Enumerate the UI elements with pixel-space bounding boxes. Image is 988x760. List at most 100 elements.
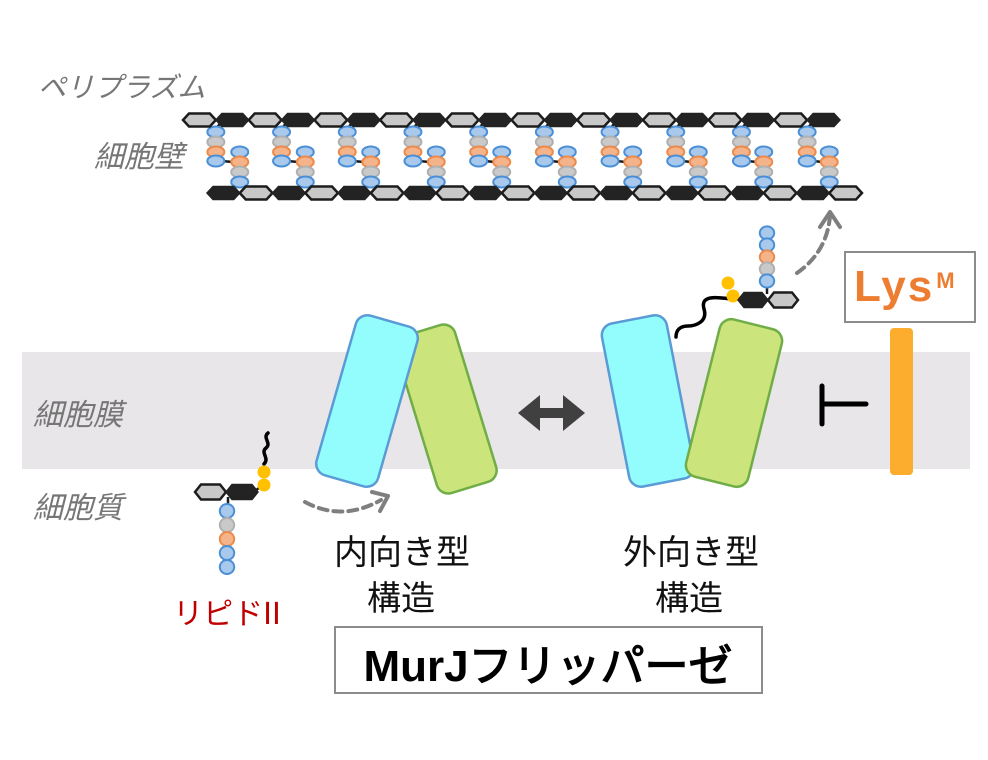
- lipid-ii-label: リピドII: [173, 597, 281, 632]
- murnac-hexagon: [346, 112, 382, 128]
- flipped-lipid-ii-tail: [674, 295, 733, 339]
- glcnac-hexagon: [312, 112, 349, 128]
- inward-state-label-line1: 内向き型: [334, 533, 470, 573]
- outward-state-label-line1: 外向き型: [623, 533, 759, 573]
- glcnac-hexagon: [369, 185, 406, 201]
- murnac-hexagon: [543, 112, 579, 128]
- lysm-inhibitor: LysM: [819, 251, 976, 475]
- crosslink-unit: [666, 123, 708, 189]
- murnac-hexagon: [336, 185, 372, 201]
- murnac-hexagon: [598, 185, 634, 201]
- top-stem-amino-acid-blue: [731, 154, 751, 168]
- top-stem-amino-acid-blue: [206, 154, 226, 168]
- lysm-name: Lys: [854, 262, 934, 311]
- murj-title: MurJフリッパーゼ: [363, 642, 732, 691]
- cytoplasm-label: 細胞質: [33, 491, 127, 526]
- glcnac-hexagon: [762, 185, 799, 201]
- glcnac-hexagon: [631, 185, 668, 201]
- murnac-hexagon: [467, 185, 503, 201]
- bottom-stem-amino-acid-blue: [557, 175, 577, 189]
- glcnac-hexagon: [444, 112, 481, 128]
- cell-membrane-label: 細胞膜: [33, 398, 128, 433]
- bottom-stem-amino-acid-blue: [623, 175, 643, 189]
- glcnac-hexagon: [696, 185, 733, 201]
- flipped-lipid-ii-phosphate-2: [726, 289, 740, 303]
- lipid-ii-amino-acid-gray: [218, 517, 236, 533]
- flipped-amino-acid-blue: [758, 273, 776, 289]
- murnac-hexagon: [280, 112, 316, 128]
- bottom-stem-amino-acid-blue: [230, 175, 250, 189]
- murnac-hexagon: [729, 185, 765, 201]
- glcnac-hexagon: [303, 185, 340, 201]
- top-stem-amino-acid-blue: [272, 154, 292, 168]
- murnac-hexagon: [674, 112, 710, 128]
- glcnac-hexagon: [575, 112, 612, 128]
- glcnac-hexagon: [565, 185, 602, 201]
- outward-state-label-line2: 構造: [655, 579, 723, 619]
- flipped-lipid-ii-molecule: [674, 225, 800, 339]
- glcnac-hexagon: [500, 185, 537, 201]
- outward-green-helix-bundle: [684, 317, 784, 489]
- murnac-hexagon: [533, 185, 569, 201]
- glcnac-hexagon: [378, 112, 415, 128]
- crosslink-unit: [534, 123, 577, 189]
- top-stem-amino-acid-blue: [797, 154, 817, 168]
- murj-title-box: MurJフリッパーゼ: [334, 626, 763, 694]
- crosslink-unit: [403, 123, 446, 189]
- flip-in-arrow-head-icon: [370, 490, 390, 513]
- lipid-ii-peptide-stem: [218, 503, 236, 575]
- bottom-stem-amino-acid-blue: [426, 175, 446, 189]
- top-stem-amino-acid-blue: [469, 154, 489, 168]
- murnac-hexagon: [740, 112, 776, 128]
- murnac-hexagon: [411, 112, 447, 128]
- glcnac-hexagon: [772, 112, 809, 128]
- murj-title-frame: [334, 626, 763, 694]
- lipid-ii-amino-acid-blue: [218, 559, 236, 575]
- murnac-hexagon: [477, 112, 513, 128]
- murnac-hexagon: [402, 185, 438, 201]
- lipid-ii-amino-acid-blue: [218, 503, 236, 519]
- glycan-strand-bottom: [205, 185, 864, 201]
- flip-in-arrow: [303, 490, 390, 514]
- top-stem-amino-acid-blue: [600, 154, 620, 168]
- crosslink-unit: [337, 123, 381, 189]
- release-arrow: [795, 210, 842, 275]
- murnac-hexagon: [205, 185, 241, 201]
- crosslink-unit: [797, 123, 839, 189]
- lysm-membrane-peptide: [890, 328, 913, 475]
- bottom-stem-amino-acid-blue: [688, 175, 708, 189]
- murnac-hexagon: [806, 112, 842, 128]
- top-stem-amino-acid-blue: [337, 154, 357, 168]
- release-arrow-head-icon: [818, 210, 842, 229]
- lysm-superscript: M: [936, 268, 956, 293]
- lipid-ii-molecule: [193, 431, 271, 575]
- murj-inward-facing: [314, 313, 498, 495]
- glcnac-hexagon: [509, 112, 547, 128]
- flipped-glcnac-hexagon: [766, 291, 800, 309]
- glycan-strand-top: [181, 112, 842, 128]
- lipid-ii-phosphate-1: [257, 465, 271, 479]
- murnac-hexagon: [609, 112, 644, 128]
- murnac-hexagon: [664, 185, 700, 201]
- double-arrow-icon: [518, 395, 585, 431]
- glcnac-hexagon: [827, 185, 864, 201]
- flipped-lipid-ii-peptide-stem: [758, 225, 776, 289]
- bottom-stem-amino-acid-blue: [295, 175, 315, 189]
- top-stem-amino-acid-blue: [403, 154, 423, 168]
- lysm-label: LysM: [854, 262, 957, 311]
- murnac-hexagon: [271, 185, 307, 201]
- glcnac-hexagon: [641, 112, 678, 128]
- lipid-ii-glcnac-hexagon: [193, 483, 228, 501]
- crosslink-unit: [469, 123, 512, 189]
- lipid-ii-amino-acid-blue: [218, 545, 236, 561]
- outward-cyan-helix-bundle: [600, 314, 696, 488]
- lipid-ii-murnac-hexagon: [225, 483, 259, 501]
- top-stem-amino-acid-blue: [666, 154, 686, 168]
- flipped-lipid-ii-phosphate-1: [721, 276, 735, 290]
- inward-cyan-helix-bundle: [314, 313, 420, 489]
- murnac-hexagon: [214, 112, 250, 128]
- lipid-ii-amino-acid-orange: [218, 531, 236, 547]
- crosslink-unit: [272, 123, 315, 189]
- cell-membrane-band: [22, 352, 970, 469]
